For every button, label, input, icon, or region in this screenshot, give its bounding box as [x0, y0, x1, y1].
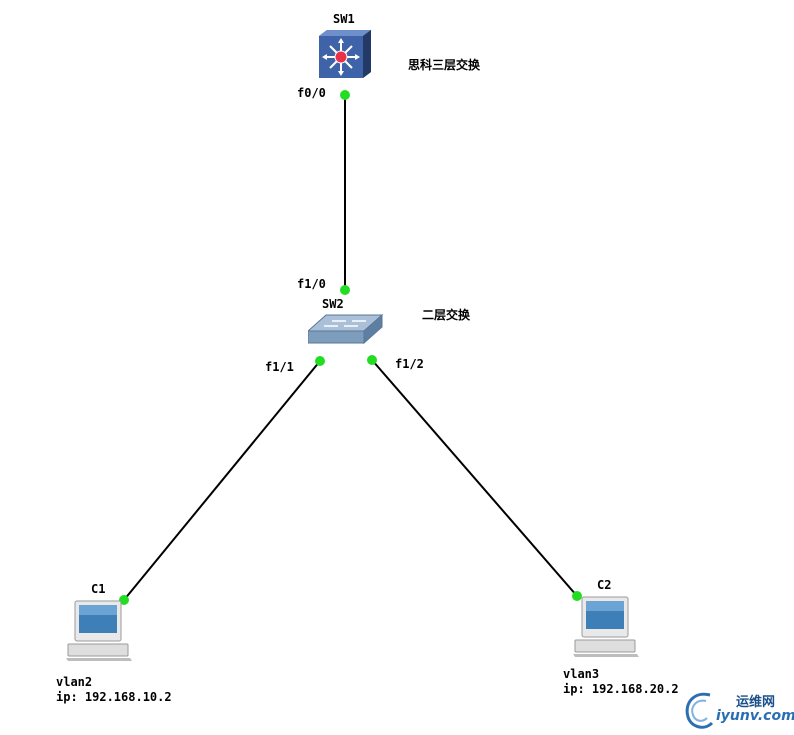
watermark-top: 运维网: [736, 695, 776, 710]
sw1-label: SW1: [333, 12, 355, 26]
port-dot-sw1-f00[interactable]: [340, 90, 350, 100]
c2-label: C2: [597, 578, 612, 592]
pc-icon: [66, 600, 132, 661]
port-dot-c2[interactable]: [572, 591, 582, 601]
c2-device[interactable]: [573, 596, 639, 658]
port-label-sw2-f11: f1/1: [265, 360, 294, 374]
layer2-switch-icon: [306, 313, 384, 345]
layer3-switch-icon: [319, 30, 371, 78]
sw2-device[interactable]: [306, 313, 384, 347]
port-label-sw2-f10: f1/0: [297, 277, 326, 291]
c1-label: C1: [91, 582, 106, 596]
sw2-description: 二层交换: [422, 308, 471, 322]
port-dot-sw2-f10[interactable]: [340, 285, 350, 295]
port-label-sw2-f12: f1/2: [395, 357, 424, 371]
watermark: 运维网 iyunv.com: [680, 687, 794, 733]
sw1-description: 思科三层交换: [408, 58, 481, 72]
watermark-bottom: iyunv.com: [716, 708, 794, 724]
link-sw2-c1[interactable]: [123, 360, 321, 601]
c1-ip: ip: 192.168.10.2: [56, 690, 172, 704]
pc-icon: [573, 596, 639, 657]
port-dot-sw2-f12[interactable]: [367, 355, 377, 365]
c1-vlan: vlan2: [56, 675, 93, 689]
c1-device[interactable]: [66, 600, 132, 662]
port-dot-c1[interactable]: [119, 595, 129, 605]
sw1-device[interactable]: [319, 30, 371, 78]
port-label-sw1-f00: f0/0: [297, 86, 326, 100]
port-dot-sw2-f11[interactable]: [315, 356, 325, 366]
link-sw2-c2[interactable]: [371, 359, 578, 597]
c2-vlan: vlan3: [563, 667, 600, 681]
sw2-label: SW2: [322, 297, 344, 311]
c2-ip: ip: 192.168.20.2: [563, 682, 679, 696]
watermark-swirl-icon: [685, 692, 714, 729]
